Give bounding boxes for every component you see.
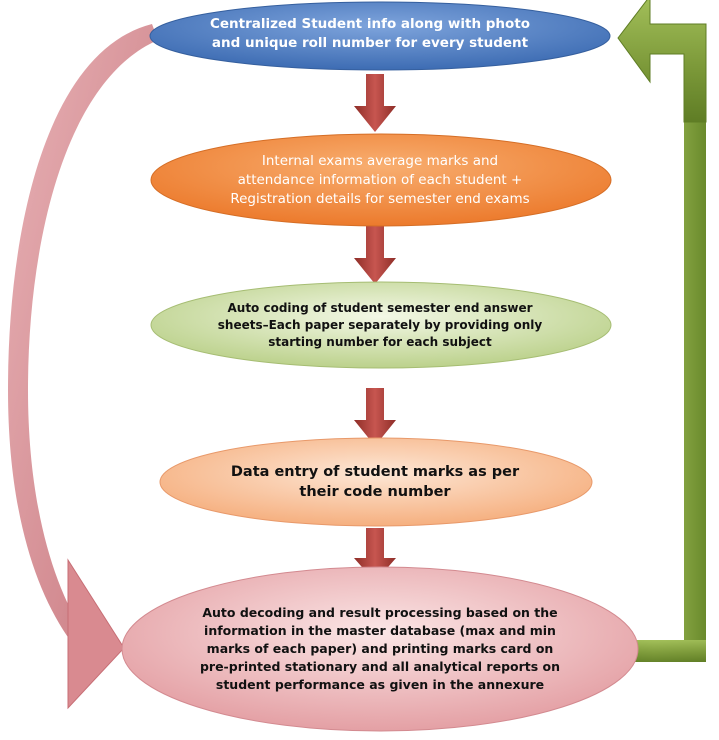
node-auto-decoding: [121, 566, 639, 732]
feedback-arrow: [612, 0, 707, 662]
down-arrow-3: [354, 388, 396, 446]
node-auto-coding-label: Auto coding of student semester end answ…: [217, 300, 543, 349]
down-arrow-1: [354, 74, 396, 132]
node-student-info-label: Centralized Student info along with phot…: [209, 16, 531, 51]
node-student-info: [149, 1, 611, 71]
node-data-entry: [159, 437, 593, 527]
node-internal-exams-label: Internal exams average marks and attenda…: [230, 152, 530, 207]
node-data-entry-label: Data entry of student marks as per their…: [230, 464, 520, 500]
node-internal-exams: [150, 133, 612, 227]
curved-arrow: [8, 24, 158, 710]
node-auto-coding: [150, 281, 612, 369]
node-auto-decoding-label: Auto decoding and result processing base…: [199, 605, 561, 692]
down-arrow-2: [354, 224, 396, 284]
